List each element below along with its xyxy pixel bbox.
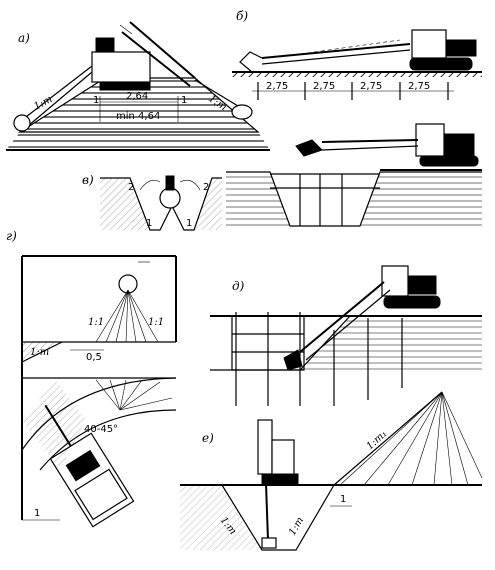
- slope-e-mid: 1:m: [287, 515, 306, 537]
- mark-v-2-right: 2: [203, 182, 209, 193]
- panel-b: б) 2,75 2,75 2,75 2,75: [232, 9, 482, 171]
- slope-g-c: 1:m: [30, 347, 49, 358]
- panel-g: г) 1:1 1:1 1:m 0,5: [6, 229, 177, 528]
- tick-left: 1: [93, 95, 99, 106]
- slope-g-a: 1:1: [88, 317, 104, 328]
- mark-v-1-right: 1: [186, 218, 192, 229]
- mark-v-2-left: 2: [128, 182, 134, 193]
- dim-b-4: 2,75: [408, 81, 430, 92]
- bucket-d: [283, 349, 303, 371]
- boom-b2: [321, 139, 419, 143]
- slope-fan-upper: [95, 289, 159, 343]
- mark-v-1-left: 1: [146, 218, 152, 229]
- slope-g-b: 1:1: [148, 317, 164, 328]
- dim-b-3: 2,75: [360, 81, 382, 92]
- panel-a-label: а): [18, 31, 30, 45]
- tick-e: 1: [340, 494, 346, 505]
- panel-d-label: д): [232, 279, 245, 293]
- boom-d: [299, 281, 385, 353]
- excavator-cab: [91, 51, 151, 83]
- panel-e: е) 1:m 1:m 1:m₁ 1: [180, 391, 483, 551]
- panel-g-label: г): [6, 229, 17, 243]
- cable-left: [21, 65, 93, 121]
- panel-b-label: б): [236, 9, 248, 23]
- excavator-b-tracks: [409, 57, 473, 71]
- dim-b-1: 2,75: [266, 81, 288, 92]
- excavator-b2-tracks: [419, 155, 479, 167]
- excavator-d-cab: [381, 265, 409, 297]
- excavator-e-mast: [257, 419, 273, 475]
- excavator-roof: [95, 37, 115, 53]
- slope-fan-e: [333, 391, 483, 486]
- tick-right: 1: [181, 95, 187, 106]
- panel-v-label: в): [82, 173, 94, 187]
- panel-v: в) 2 2 1 1: [82, 171, 482, 231]
- dim-b-2: 2,75: [313, 81, 335, 92]
- tick-g-bottom: 1: [34, 508, 40, 519]
- panel-d: д): [210, 265, 482, 406]
- dim-top-width: 2,64: [126, 91, 148, 102]
- bucket-left: [13, 114, 31, 132]
- excavator-e-cab: [271, 439, 295, 477]
- panel-e-label: е): [202, 431, 214, 445]
- excavator-tracks: [99, 81, 151, 91]
- bucket-b2: [295, 139, 323, 157]
- excavator-b2-cab: [415, 123, 445, 157]
- dim-min-width: min 4,64: [116, 111, 160, 122]
- boom-b: [261, 43, 411, 59]
- bucket-right: [231, 104, 253, 120]
- offset-g: 0,5: [86, 352, 102, 363]
- boom-right: [129, 21, 196, 79]
- slope-fan-lower: [95, 379, 173, 411]
- bucket-e: [261, 537, 277, 549]
- excavator-d-tracks: [383, 295, 441, 309]
- angle-g: 40-45°: [84, 424, 118, 435]
- excavator-b-cab: [411, 29, 447, 59]
- slope-left: 1:m: [32, 94, 54, 113]
- panel-a: а) 2,64 min 4,64 1 1 1:m 1:m: [6, 21, 270, 151]
- bucket-v: [159, 187, 181, 209]
- arm-e: [265, 483, 269, 541]
- embankment-base: [6, 132, 270, 150]
